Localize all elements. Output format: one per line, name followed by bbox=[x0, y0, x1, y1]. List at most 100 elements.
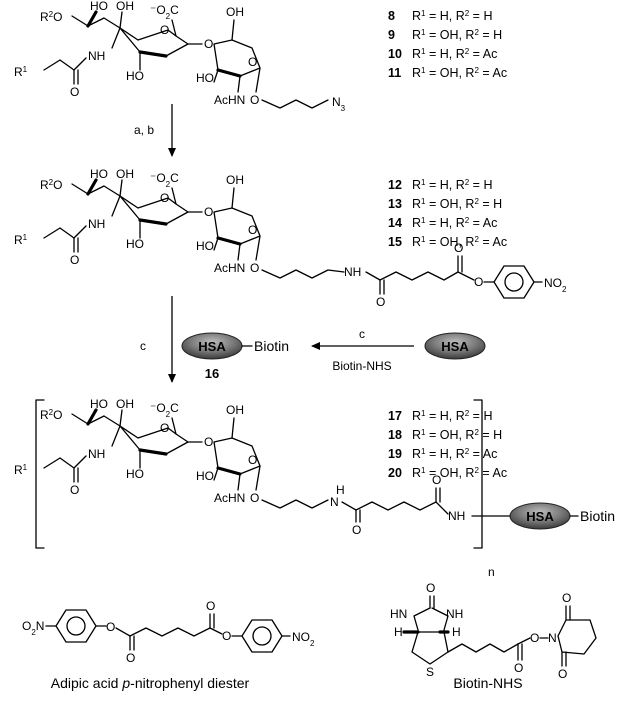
cmp-number: 13 bbox=[388, 197, 402, 211]
svg-text:N: N bbox=[548, 631, 557, 645]
r2-value: Ac bbox=[492, 66, 507, 80]
svg-text:R1 = H, R2 = Ac: R1 = H, R2 = Ac bbox=[412, 47, 497, 62]
r1-value: OH bbox=[440, 197, 459, 211]
svg-text:O: O bbox=[222, 629, 231, 643]
cmp-number: 9 bbox=[388, 28, 395, 42]
r1-value: OH bbox=[440, 428, 459, 442]
arrow-step-c-left: c Biotin-NHS bbox=[311, 327, 414, 373]
svg-text:O: O bbox=[376, 295, 385, 309]
compound-16-number: 16 bbox=[205, 366, 219, 381]
cmp-number: 17 bbox=[388, 409, 402, 423]
svg-text:O: O bbox=[454, 241, 463, 255]
svg-text:R1 = OH, R2 = H: R1 = OH, R2 = H bbox=[412, 428, 502, 443]
biotin-nhs-caption: Biotin-NHS bbox=[453, 675, 522, 691]
r1-value: H bbox=[440, 216, 449, 230]
r1-value: H bbox=[440, 409, 449, 423]
biotin-nhs-reagent: Biotin-NHS bbox=[332, 359, 391, 373]
r1-value: H bbox=[440, 178, 449, 192]
cmp-number: 20 bbox=[388, 466, 402, 480]
r2-value: H bbox=[483, 9, 492, 23]
adipic-diester-structure: O2N O O O O NO2 bbox=[22, 599, 315, 665]
r2-value: Ac bbox=[483, 216, 498, 230]
r1-value: OH bbox=[440, 66, 459, 80]
svg-text:14: 14 bbox=[388, 216, 402, 230]
structure-12-15: NH O O O NO2 bbox=[12, 165, 567, 309]
svg-text:S: S bbox=[426, 665, 434, 679]
biotin-label: Biotin bbox=[254, 338, 289, 354]
svg-text:O: O bbox=[106, 620, 115, 634]
svg-text:20: 20 bbox=[388, 466, 402, 480]
svg-text:O: O bbox=[530, 631, 539, 645]
svg-text:R1 = OH, R2 = H: R1 = OH, R2 = H bbox=[412, 197, 502, 212]
hsa-label: HSA bbox=[198, 339, 226, 354]
svg-text:R1 = OH, R2 = Ac: R1 = OH, R2 = Ac bbox=[412, 235, 507, 250]
svg-text:19: 19 bbox=[388, 447, 402, 461]
svg-text:18: 18 bbox=[388, 428, 402, 442]
svg-text:O: O bbox=[558, 667, 567, 681]
svg-text:O: O bbox=[126, 651, 135, 665]
svg-text:R1 = OH, R2 = Ac: R1 = OH, R2 = Ac bbox=[412, 66, 507, 81]
r1-value: OH bbox=[440, 235, 459, 249]
brackets: n bbox=[35, 399, 495, 579]
biotin-nhs-structure: O HN NH H H S O O N O O bbox=[390, 581, 597, 681]
hsa-reactant: HSA bbox=[424, 332, 486, 360]
svg-text:O: O bbox=[432, 473, 441, 487]
step-c-label: c bbox=[359, 327, 365, 341]
svg-text:NH: NH bbox=[344, 265, 361, 279]
compound-list-12-15: 12 13 14 15 R1 = H, R2 = H R1 = OH, R2 =… bbox=[388, 178, 507, 250]
svg-text:R1 = H, R2 = H: R1 = H, R2 = H bbox=[412, 9, 492, 24]
hsa-label: HSA bbox=[441, 339, 469, 354]
svg-text:O: O bbox=[352, 523, 361, 537]
svg-text:9: 9 bbox=[388, 28, 395, 42]
step-c-label: c bbox=[140, 339, 146, 353]
svg-text:O: O bbox=[562, 591, 571, 605]
svg-text:O: O bbox=[206, 599, 215, 613]
biotin-label: Biotin bbox=[580, 508, 615, 524]
r2-value: H bbox=[493, 197, 502, 211]
r2-value: Ac bbox=[483, 447, 498, 461]
r1-value: H bbox=[440, 47, 449, 61]
svg-text:11: 11 bbox=[388, 66, 401, 80]
adipic-diester-caption: Adipic acid p-nitrophenyl diester bbox=[51, 675, 250, 691]
svg-text:O: O bbox=[426, 581, 435, 595]
structure-8-11: N3 bbox=[12, 0, 346, 113]
svg-text:R1 = H, R2 = H: R1 = H, R2 = H bbox=[412, 178, 492, 193]
svg-text:15: 15 bbox=[388, 235, 402, 249]
r2-value: H bbox=[483, 409, 492, 423]
svg-text:R1 = H, R2 = H: R1 = H, R2 = H bbox=[412, 409, 492, 424]
svg-text:O: O bbox=[474, 275, 483, 289]
svg-text:O: O bbox=[514, 661, 523, 675]
hsa-label: HSA bbox=[526, 509, 554, 524]
arrow-step-ab: a, b bbox=[134, 104, 176, 157]
r1-value: OH bbox=[440, 28, 459, 42]
r2-value: H bbox=[493, 428, 502, 442]
compound-list-17-20: 17 18 19 20 R1 = H, R2 = H R1 = OH, R2 =… bbox=[388, 409, 507, 481]
cmp-number: 14 bbox=[388, 216, 402, 230]
cmp-number: 18 bbox=[388, 428, 402, 442]
svg-text:R1 = H, R2 = Ac: R1 = H, R2 = Ac bbox=[412, 216, 497, 231]
cmp-number: 8 bbox=[388, 9, 395, 23]
r2-value: Ac bbox=[483, 47, 498, 61]
arrow-step-c-down: c bbox=[140, 296, 176, 383]
r2-value: H bbox=[493, 28, 502, 42]
svg-text:13: 13 bbox=[388, 197, 402, 211]
r1-value: H bbox=[440, 447, 449, 461]
svg-text:R1 = OH, R2 = Ac: R1 = OH, R2 = Ac bbox=[412, 466, 507, 481]
compound-list-8-11: 8 9 10 11 R1 = H, R2 = H R1 = OH, R2 = H… bbox=[388, 9, 507, 81]
svg-text:12: 12 bbox=[388, 178, 402, 192]
cmp-number: 15 bbox=[388, 235, 402, 249]
svg-text:H: H bbox=[394, 625, 403, 639]
cmp-number: 19 bbox=[388, 447, 402, 461]
r2-value: H bbox=[483, 178, 492, 192]
svg-text:R1 = H, R2 = Ac: R1 = H, R2 = Ac bbox=[412, 447, 497, 462]
hsa-biotin-16: HSA Biotin 16 bbox=[181, 332, 289, 381]
svg-text:NO2: NO2 bbox=[544, 276, 567, 294]
svg-text:N: N bbox=[330, 495, 339, 509]
r1-value: H bbox=[440, 9, 449, 23]
r1-value: OH bbox=[440, 466, 459, 480]
hsa-biotin-conjugate: HSA Biotin bbox=[509, 502, 615, 530]
cmp-number: 11 bbox=[388, 66, 401, 80]
cmp-number: 12 bbox=[388, 178, 402, 192]
r2-value: Ac bbox=[492, 466, 507, 480]
